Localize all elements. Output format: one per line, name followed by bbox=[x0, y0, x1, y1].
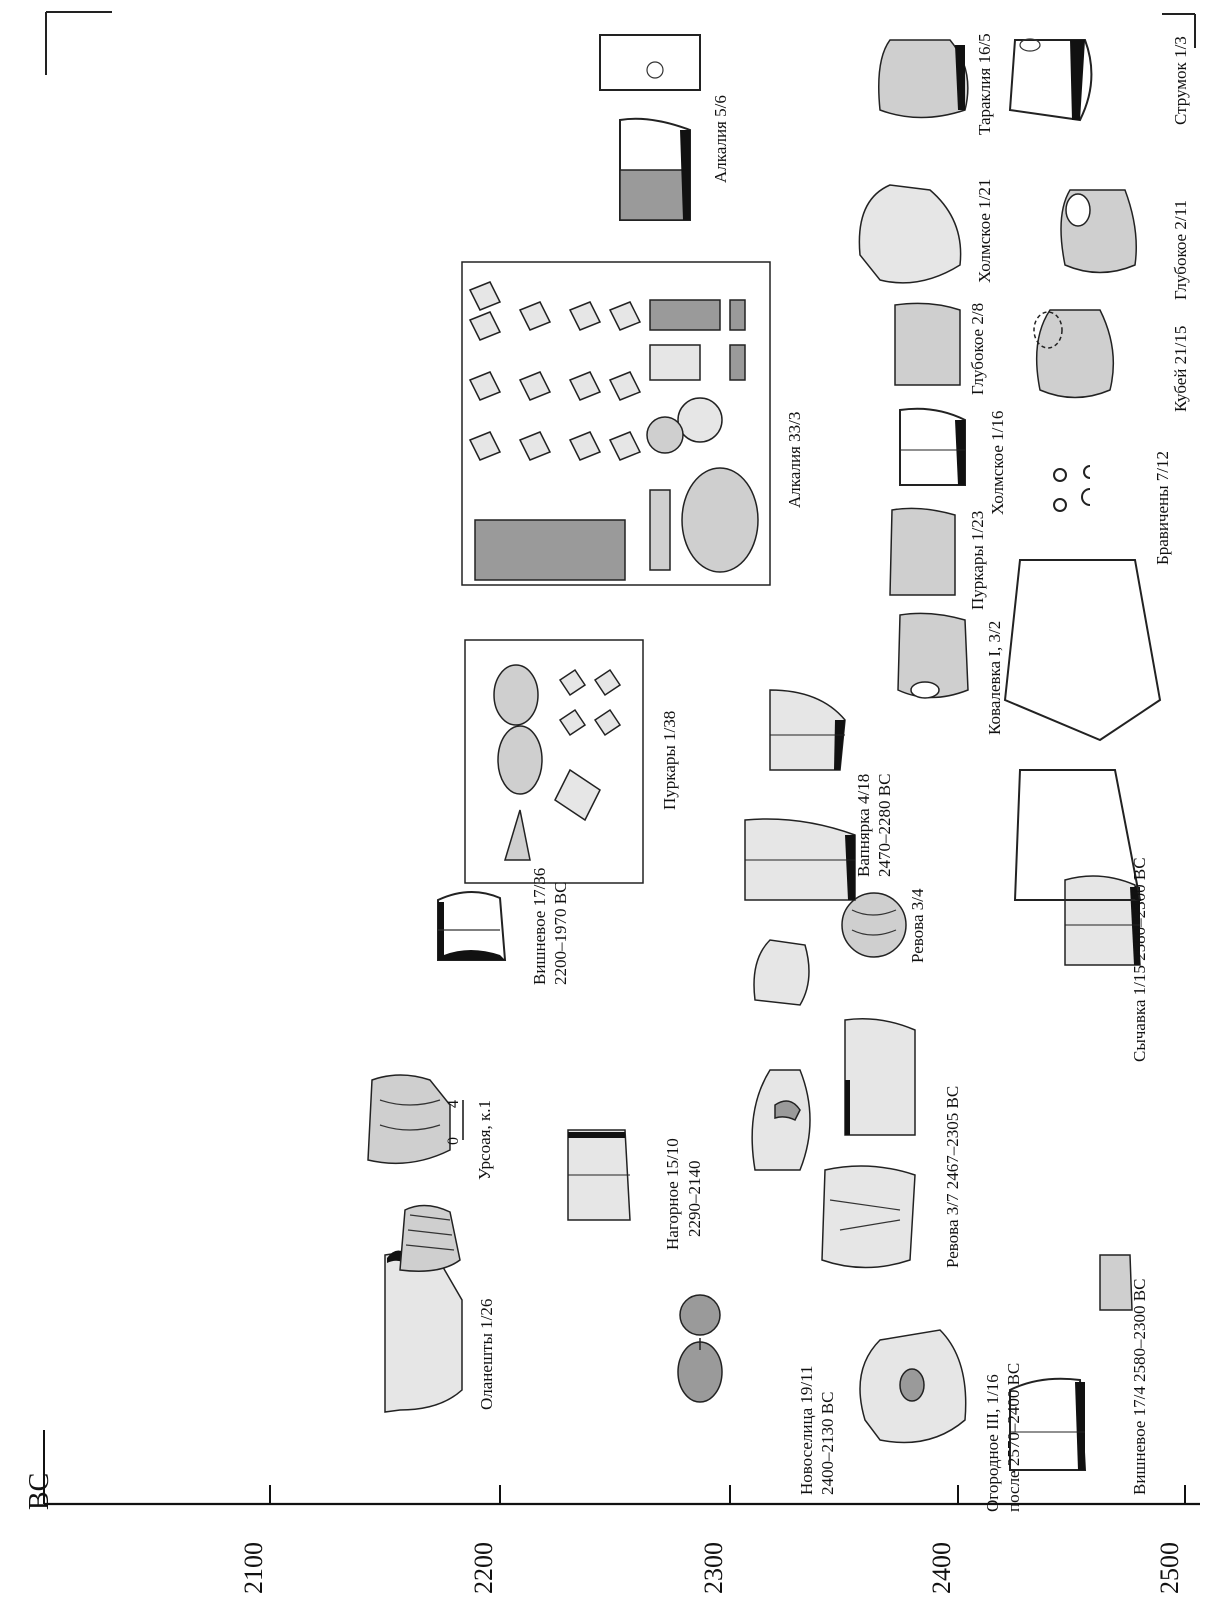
axis-tick-label-2100: 2100 bbox=[239, 1542, 268, 1594]
label-ogorodnoe-date: после 2570–2400 BC bbox=[1004, 1363, 1023, 1512]
label-glubokoe-2-8: Глубокое 2/8 bbox=[968, 303, 987, 395]
label-ogorodnoe: Огородное III, 1/16 bbox=[983, 1374, 1002, 1512]
label-sychavka: Сычавка 1/15 2580–2300 BC bbox=[1130, 857, 1149, 1062]
label-vapnyarka-date: 2470–2280 BC bbox=[875, 774, 894, 877]
vessel-nagornoe bbox=[568, 1130, 630, 1220]
label-revova-3-4: Ревова 3/4 bbox=[908, 888, 927, 963]
vessel-olaneshty-a bbox=[385, 1250, 462, 1412]
vessel-glubokoe-2-8 bbox=[895, 303, 960, 385]
label-ursoaya: Урсоая, к.1 bbox=[475, 1100, 494, 1180]
label-purkary-1-23: Пуркары 1/23 bbox=[968, 511, 987, 610]
label-brabicheny: Бравичены 7/12 bbox=[1153, 451, 1172, 565]
axe-alkaliya-5-6 bbox=[600, 35, 700, 90]
label-glubokoe-2-11: Глубокое 2/11 bbox=[1171, 200, 1190, 300]
panel-purkary-1-38 bbox=[465, 640, 643, 883]
label-vishnevoe-17-36-date: 2200–1970 BC bbox=[551, 882, 570, 985]
vessel-ursoaya bbox=[368, 1075, 463, 1163]
label-strumok: Струмок 1/3 bbox=[1171, 36, 1190, 125]
label-vapnyarka: Вапнярка 4/18 bbox=[854, 774, 873, 877]
crop-mark-top-left bbox=[46, 12, 112, 75]
label-taraklia: Тараклия 16/5 bbox=[975, 33, 994, 135]
vessel-olaneshty-b bbox=[400, 1205, 460, 1271]
label-vishnevoe-17-4: Вишневое 17/4 2580–2300 BC bbox=[1130, 1279, 1149, 1495]
scale-label-0: 0 bbox=[445, 1137, 462, 1145]
vessel-sychavka-a bbox=[1065, 876, 1140, 965]
label-olaneshty: Оланешты 1/26 bbox=[477, 1299, 496, 1410]
beads-novoselitsa bbox=[678, 1295, 722, 1402]
label-purkary-1-38: Пуркары 1/38 bbox=[660, 711, 679, 810]
vessel-sychavka-c bbox=[1005, 560, 1160, 740]
label-alkaliya-5-6: Алкалия 5/6 bbox=[711, 95, 730, 183]
axis-tick-label-2500: 2500 bbox=[1155, 1542, 1184, 1594]
scale-label-4: 4 bbox=[445, 1100, 462, 1108]
vessel-kubei bbox=[1034, 310, 1113, 398]
label-alkaliya-33-3: Алкалия 33/3 bbox=[785, 412, 804, 508]
axis-tick-label-2200: 2200 bbox=[469, 1542, 498, 1594]
label-vishnevoe-17-36: Вишневое 17/36 bbox=[530, 868, 549, 985]
vessel-alkaliya-5-6 bbox=[620, 119, 690, 220]
vessel-vapnyarka-a bbox=[745, 819, 855, 900]
axis-unit-label: BC bbox=[24, 1473, 55, 1510]
vessel-taraklia bbox=[879, 40, 968, 118]
axis-tick-label-2400: 2400 bbox=[927, 1542, 956, 1594]
label-revova-3-7: Ревова 3/7 2467–2305 BC bbox=[943, 1086, 962, 1268]
axis-tick-label-2300: 2300 bbox=[699, 1542, 728, 1594]
vessel-revova-3-7-d bbox=[754, 940, 809, 1005]
vessel-vishnevoe-17-36 bbox=[438, 892, 505, 960]
vessel-revova-3-7-c bbox=[845, 1019, 915, 1135]
label-novoselitsa: Новоселица 19/11 bbox=[797, 1366, 816, 1495]
vessel-revova-3-7-b bbox=[752, 1070, 810, 1170]
label-nagornoe: Нагорное 15/10 bbox=[663, 1138, 682, 1250]
vessel-kholmskoe-1-16 bbox=[900, 409, 965, 485]
vessel-kholmskoe-1-21 bbox=[859, 185, 960, 283]
vessel-strumok bbox=[1010, 39, 1091, 120]
vessel-revova-3-7-a bbox=[822, 1166, 915, 1268]
panel-alkaliya-33-3 bbox=[462, 262, 770, 585]
time-axis: BC 2100 2200 2300 2400 2500 bbox=[24, 1430, 1200, 1594]
label-kholmskoe-1-21: Холмское 1/21 bbox=[975, 179, 994, 283]
vessel-glubokoe-2-11 bbox=[1061, 190, 1136, 273]
vessel-kovalevka bbox=[898, 613, 968, 698]
vessel-sherd-small bbox=[1100, 1255, 1132, 1310]
vessel-vapnyarka-b bbox=[770, 690, 845, 770]
label-novoselitsa-date: 2400–2130 BC bbox=[818, 1392, 837, 1495]
label-kovalevka: Ковалевка I, 3/2 bbox=[985, 621, 1004, 735]
vessel-purkary-1-23 bbox=[890, 508, 955, 595]
label-kubei: Кубей 21/15 bbox=[1171, 326, 1190, 412]
rings-brabicheny bbox=[1054, 466, 1090, 511]
vessel-ogorodnoe bbox=[860, 1330, 966, 1443]
label-kholmskoe-1-16: Холмское 1/16 bbox=[988, 411, 1007, 515]
ball-revova-3-4 bbox=[842, 893, 906, 957]
label-nagornoe-date: 2290–2140 bbox=[685, 1161, 704, 1238]
